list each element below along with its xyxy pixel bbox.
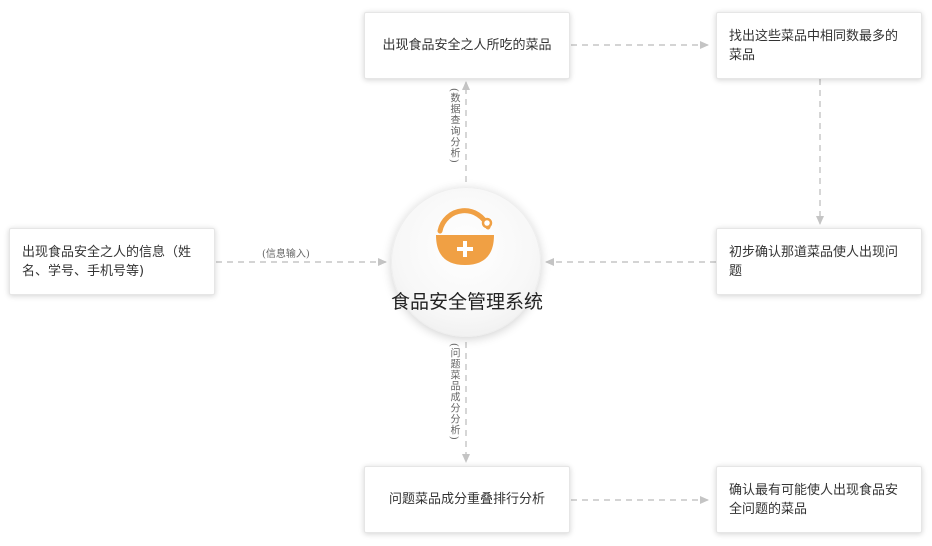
edge-label-info-input: (信息输入) bbox=[262, 249, 310, 260]
edge-label-ingredient-analysis: (问题菜品成分分析) bbox=[448, 343, 459, 441]
hub-title: 食品安全管理系统 bbox=[391, 291, 544, 313]
node-dishes-eaten: 出现食品安全之人所吃的菜品 bbox=[364, 12, 570, 79]
node-line: 找出这些菜品中相同数最多的 bbox=[729, 28, 899, 44]
node-line: 菜品 bbox=[729, 47, 756, 63]
node-line: 出现食品安全之人所吃的菜品 bbox=[382, 38, 552, 53]
node-line: 名、学号、手机号等) bbox=[22, 263, 145, 279]
edge-label-data-query: (数据查询分析) bbox=[448, 88, 459, 164]
node-line: 全问题的菜品 bbox=[729, 501, 808, 517]
hub-circle: 食品安全管理系统 bbox=[391, 187, 544, 337]
node-ingredient-rank: 问题菜品成分重叠排行分析 bbox=[364, 466, 570, 533]
node-line: 确认最有可能使人出现食品安 bbox=[729, 482, 899, 498]
node-line: 问题菜品成分重叠排行分析 bbox=[388, 492, 545, 507]
node-line: 题 bbox=[729, 263, 743, 279]
node-line: 初步确认那道菜品使人出现问 bbox=[729, 244, 899, 260]
node-source-info: 出现食品安全之人的信息（姓 名、学号、手机号等) bbox=[9, 228, 215, 295]
node-confirm: 确认最有可能使人出现食品安 全问题的菜品 bbox=[716, 466, 922, 533]
node-preliminary: 初步确认那道菜品使人出现问 题 bbox=[716, 228, 922, 295]
basket-plus-icon bbox=[436, 208, 494, 265]
node-line: 出现食品安全之人的信息（姓 bbox=[22, 244, 192, 260]
node-most-common: 找出这些菜品中相同数最多的 菜品 bbox=[716, 12, 922, 79]
